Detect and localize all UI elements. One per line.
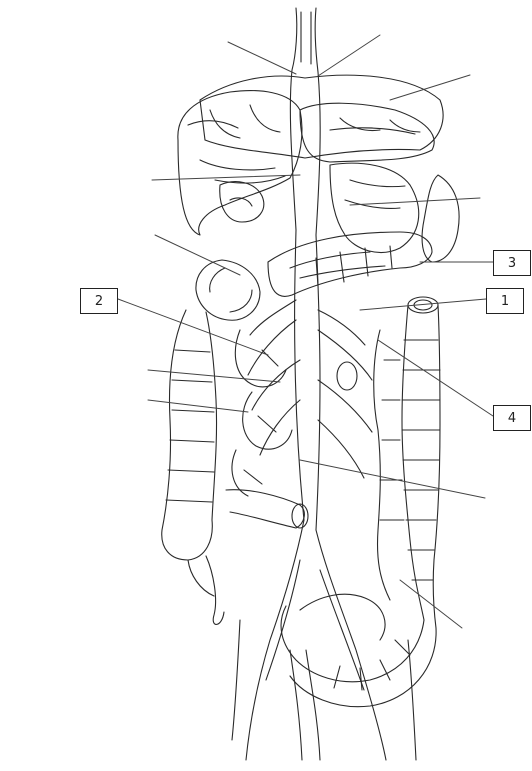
upper-vessels <box>290 8 320 235</box>
label-box-3: 3 <box>493 250 531 276</box>
leader-line <box>118 299 268 355</box>
diaphragm <box>200 75 443 158</box>
ascending-colon <box>162 310 224 624</box>
sigmoid-colon <box>281 594 436 706</box>
leader-lines <box>118 35 493 628</box>
label-box-1: 1 <box>486 288 524 314</box>
leader-line <box>228 42 296 74</box>
leader-line <box>400 580 462 628</box>
label-text-3: 3 <box>508 256 516 271</box>
leader-line <box>148 400 248 412</box>
liver <box>178 91 434 235</box>
spleen <box>422 175 459 262</box>
stomach <box>330 163 419 252</box>
cecum <box>226 490 308 528</box>
leader-line <box>152 175 300 180</box>
leader-line <box>155 235 240 275</box>
gallbladder-region <box>220 182 264 222</box>
leader-line <box>360 299 486 310</box>
leader-line <box>350 198 480 205</box>
leader-line <box>300 460 485 498</box>
leader-line <box>318 35 380 76</box>
label-text-2: 2 <box>95 294 103 309</box>
label-text-4: 4 <box>508 411 516 426</box>
label-text-1: 1 <box>501 294 509 309</box>
iliac-vessels <box>232 520 416 760</box>
leader-line <box>378 340 493 416</box>
descending-colon <box>374 297 440 628</box>
label-box-4: 4 <box>493 405 531 431</box>
label-box-2: 2 <box>80 288 118 314</box>
leader-line <box>390 75 470 100</box>
